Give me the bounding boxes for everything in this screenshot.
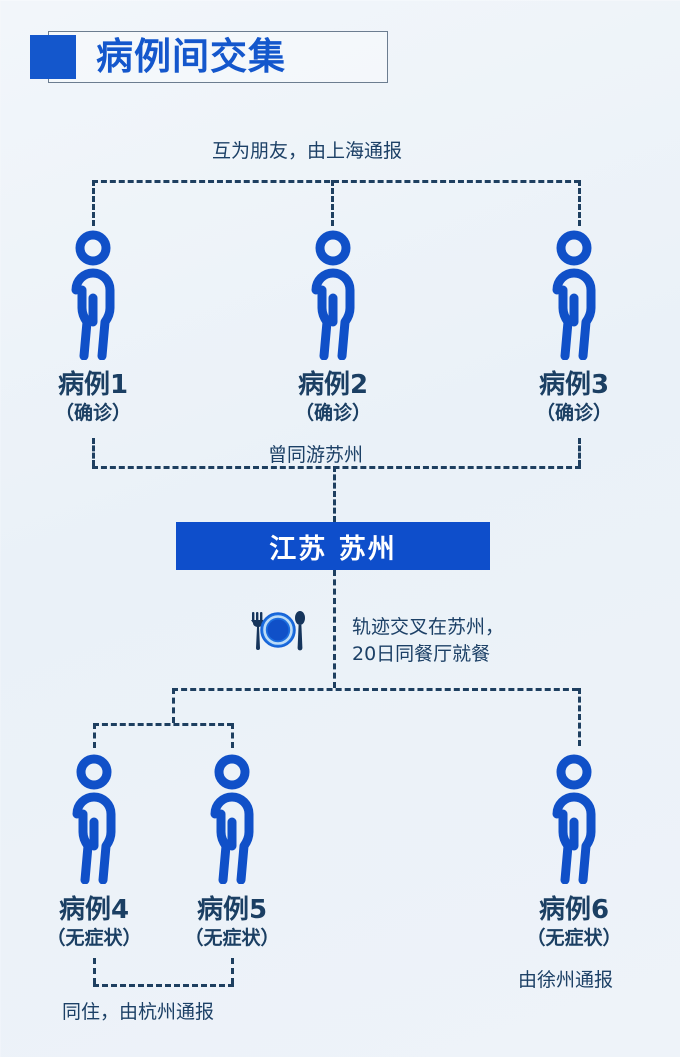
case-name: 病例3	[538, 370, 610, 400]
bracket-lower2-horizontal	[93, 723, 233, 726]
bracket-mid-leg-right	[578, 438, 581, 466]
header-frame	[48, 31, 388, 83]
bracket-top-leg-right	[578, 180, 581, 226]
case-label-4: 病例4 （无症状）	[9, 895, 179, 951]
note-xuzhou: 由徐州通报	[518, 969, 614, 991]
note-cohabit: 同住，由杭州通报	[62, 1001, 215, 1023]
city-banner: 江苏 苏州	[176, 522, 490, 570]
bracket-mid-horizontal	[92, 466, 581, 469]
bracket-top-leg-left	[92, 180, 95, 226]
case-state: （确诊）	[54, 402, 131, 424]
bracket-mid-drop-to-banner	[333, 466, 336, 522]
bracket-cohabit-leg-right	[231, 958, 234, 984]
note-restaurant: 轨迹交叉在苏州， 20日同餐厅就餐	[352, 614, 504, 668]
bracket-mid-leg-left	[92, 438, 95, 466]
case-name: 病例6	[538, 895, 610, 925]
case-state: （确诊）	[535, 402, 612, 424]
person-icon	[549, 228, 599, 360]
case-label-1: 病例1 （确诊）	[8, 370, 178, 426]
person-icon	[207, 752, 257, 884]
bracket-lower2-leg-case4	[93, 723, 96, 748]
bracket-top-horizontal	[92, 180, 580, 183]
bracket-lower-horizontal	[172, 688, 578, 691]
page-header: 病例间交集	[30, 28, 388, 86]
person-icon	[68, 228, 118, 360]
person-icon	[69, 752, 119, 884]
bracket-lower-leg-case6	[578, 688, 581, 746]
note-restaurant-line1: 轨迹交叉在苏州，	[352, 616, 505, 638]
page-title: 病例间交集	[96, 35, 286, 78]
bracket-lower-leg-split	[172, 688, 175, 723]
bracket-banner-drop	[333, 570, 336, 688]
case-state: （无症状）	[46, 927, 142, 949]
person-icon	[549, 752, 599, 884]
case-name: 病例2	[297, 370, 369, 400]
bracket-lower2-leg-case5	[231, 723, 234, 748]
case-name: 病例5	[196, 895, 268, 925]
bracket-cohabit-horizontal	[93, 984, 234, 987]
case-name: 病例4	[58, 895, 130, 925]
city-banner-label: 江苏 苏州	[269, 533, 397, 565]
case-state: （确诊）	[294, 402, 371, 424]
case-label-6: 病例6 （无症状）	[489, 895, 659, 951]
case-label-5: 病例5 （无症状）	[147, 895, 317, 951]
note-restaurant-line2: 20日同餐厅就餐	[352, 643, 491, 665]
case-state: （无症状）	[184, 927, 280, 949]
bracket-top-leg-middle	[331, 180, 334, 226]
bracket-cohabit-leg-left	[93, 958, 96, 984]
person-icon	[308, 228, 358, 360]
case-label-2: 病例2 （确诊）	[248, 370, 418, 426]
note-travelled-together: 曾同游苏州	[268, 444, 364, 466]
case-label-3: 病例3 （确诊）	[489, 370, 659, 426]
square-marker-icon	[30, 35, 76, 79]
case-name: 病例1	[57, 370, 129, 400]
case-state: （无症状）	[526, 927, 622, 949]
dining-plate-icon	[246, 606, 310, 654]
note-top-friends: 互为朋友，由上海通报	[212, 140, 403, 162]
